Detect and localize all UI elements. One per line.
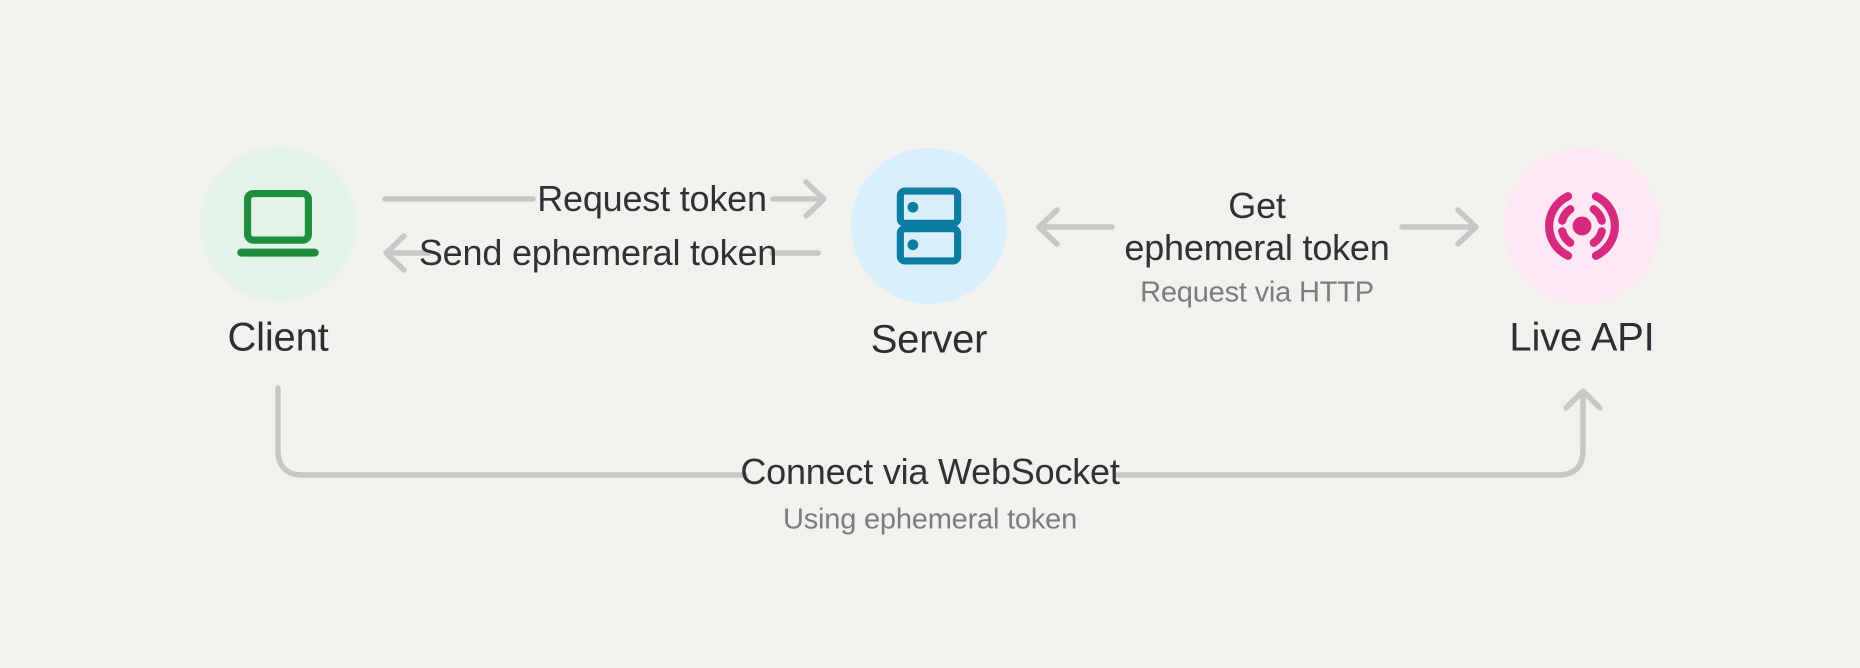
request-token-arrow-icon bbox=[770, 179, 827, 219]
get-token-right-arrow-icon bbox=[1399, 207, 1479, 247]
websocket-up-arrow-icon bbox=[1563, 388, 1603, 411]
client-circle bbox=[200, 146, 356, 302]
get-ephemeral-token-label-line1: Get bbox=[1228, 185, 1286, 226]
connect-websocket-label: Connect via WebSocket bbox=[740, 451, 1120, 492]
websocket-line-left bbox=[275, 385, 748, 478]
send-ephemeral-token-label: Send ephemeral token bbox=[418, 232, 778, 273]
client-label: Client bbox=[227, 315, 329, 360]
server-label: Server bbox=[870, 317, 988, 362]
websocket-line-right bbox=[1114, 394, 1586, 478]
get-token-left-arrow-icon bbox=[1036, 207, 1115, 247]
using-ephemeral-token-sublabel: Using ephemeral token bbox=[782, 503, 1078, 536]
live-api-label: Live API bbox=[1509, 315, 1655, 360]
live-broadcast-icon bbox=[1545, 192, 1619, 260]
send-token-arrow-icon bbox=[383, 233, 431, 273]
request-via-http-sublabel: Request via HTTP bbox=[1140, 276, 1374, 309]
server-led-top bbox=[907, 201, 919, 213]
connector-group bbox=[275, 179, 1603, 478]
node-client bbox=[200, 146, 356, 302]
node-live-api bbox=[1504, 148, 1660, 304]
request-token-label: Request token bbox=[537, 178, 767, 219]
laptop-icon bbox=[237, 189, 319, 257]
server-led-bottom bbox=[907, 239, 919, 251]
node-server bbox=[851, 148, 1007, 304]
get-ephemeral-token-label: Get ephemeral token bbox=[1124, 185, 1389, 269]
get-ephemeral-token-label-line2: ephemeral token bbox=[1124, 227, 1390, 268]
live-broadcast-dot bbox=[1572, 216, 1592, 236]
server-icon bbox=[896, 187, 962, 265]
